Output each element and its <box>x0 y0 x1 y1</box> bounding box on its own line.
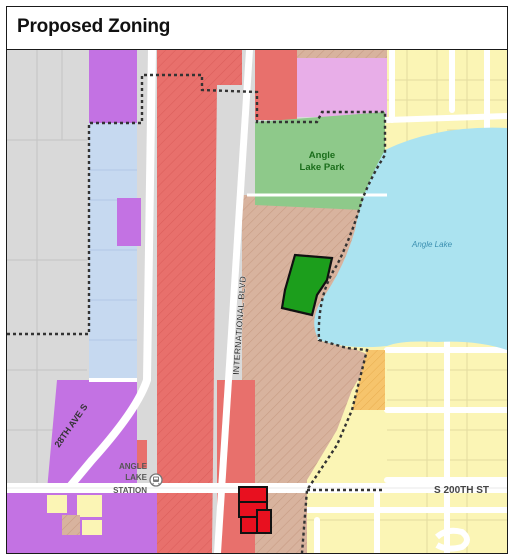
commercial-zone-northeast <box>255 50 297 120</box>
lake-area <box>314 127 507 350</box>
commercial-corridor-west <box>157 50 242 553</box>
hatched-mixed-zone <box>217 195 385 553</box>
residential-parcel-small-2 <box>77 495 102 517</box>
transit-station-icon[interactable] <box>149 473 163 487</box>
residential-parcel-small-1 <box>47 495 67 513</box>
park-zone <box>255 112 385 210</box>
selected-park-parcel[interactable] <box>280 253 334 317</box>
map-title: Proposed Zoning <box>17 16 171 37</box>
light-mixed-use-zone <box>297 57 387 117</box>
orange-zone <box>352 350 385 410</box>
parcel-lines-west <box>7 50 87 553</box>
cul-de-sac <box>434 527 470 552</box>
mixed-use-zone-south <box>47 380 137 490</box>
zoning-map[interactable]: Angle Lake Park Angle Lake INTERNATIONAL… <box>7 47 507 553</box>
title-bar: Proposed Zoning <box>7 7 507 50</box>
zoning-map-svg: Angle Lake Park Angle Lake INTERNATIONAL… <box>7 47 507 553</box>
station-label-group: ANGLE LAKE STATION <box>113 462 148 495</box>
map-frame: Proposed Zoning <box>6 6 508 554</box>
station-label-line1: ANGLE <box>119 462 148 471</box>
hatched-zone-top <box>297 50 387 58</box>
mixed-use-zone-north <box>89 50 137 123</box>
residential-blue-zone <box>89 123 137 380</box>
hatched-parcel-small <box>62 515 80 535</box>
station-label-line2: LAKE <box>125 473 147 482</box>
parcel-lines-blue <box>89 169 137 341</box>
park-label-line1: Angle <box>309 150 335 161</box>
lake-label: Angle Lake <box>411 240 453 249</box>
residential-parcel-small-3 <box>82 520 102 535</box>
s200-label: S 200TH ST <box>434 485 489 496</box>
station-label-line3: STATION <box>113 486 147 495</box>
selected-commercial-parcels[interactable] <box>238 486 272 534</box>
park-label-line2: Lake Park <box>300 162 346 173</box>
mixed-use-zone-small <box>117 198 141 246</box>
streets-east <box>304 47 507 553</box>
